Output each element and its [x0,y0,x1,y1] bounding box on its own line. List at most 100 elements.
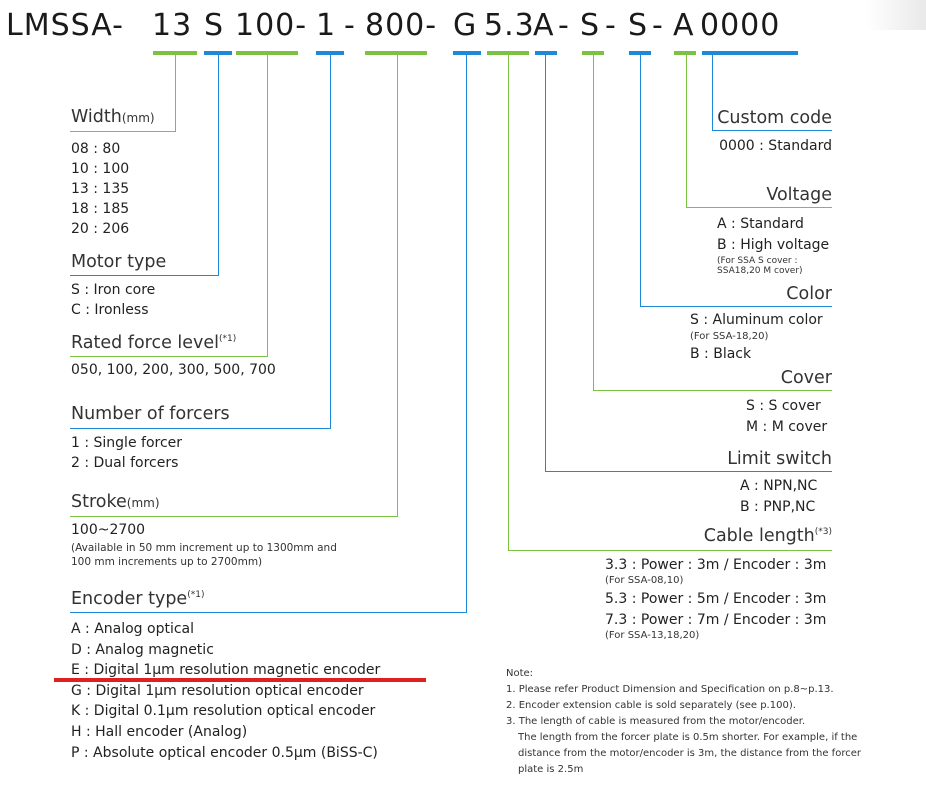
corner-shade [866,0,926,30]
code-motor: S [204,8,225,43]
code-cable: 5.3 [484,8,535,43]
code-prefix: LMSSA- [6,8,124,43]
motor-connector [218,55,219,275]
list-item: 20 : 206 [71,221,130,237]
cable-connector [508,55,509,550]
width-underline [153,51,197,55]
forcers-connector [330,55,331,428]
limit-switch-title: Limit switch [727,449,832,469]
limit-rule [545,471,832,472]
color-footnote: (For SSA-18,20) [690,331,769,342]
note-line: 2. Encoder extension cable is sold separ… [506,700,796,711]
limit-connector [545,55,546,471]
voltage-rule [686,207,832,208]
list-item: 3.3 : Power : 3m / Encoder : 3m [605,557,827,573]
list-item: 1 : Single forcer [71,435,183,451]
forcers-list: 1 : Single forcer 2 : Dual forcers [71,433,182,473]
list-item: B : High voltage [717,237,830,253]
width-connector [175,55,176,131]
list-item: 10 : 100 [71,161,130,177]
color-connector [640,55,641,306]
code-force: 100- [235,8,308,43]
color-underline [629,51,651,55]
code-voltage: A [673,8,695,43]
highlight-underline [54,678,426,682]
list-item: E : Digital 1μm resolution magnetic enco… [71,662,381,679]
stroke-underline [365,51,427,55]
code-forcers: 1 [316,8,337,43]
cable-footnote: (For SSA-13,18,20) [605,630,700,641]
motor-rule [70,275,219,276]
cover-underline [582,51,604,55]
stroke-value: 100~2700 [71,522,146,538]
custom-underline [702,51,798,55]
voltage-title: Voltage [766,185,832,205]
list-item: 7.3 : Power : 7m / Encoder : 3m [605,612,827,628]
stroke-note: (Available in 50 mm increment up to 1300… [71,542,337,568]
code-color: S [628,8,649,43]
encoder-rule [70,612,467,613]
list-item: P : Absolute optical encoder 0.5μm (BiSS… [71,744,378,761]
note-line: 3. The length of cable is measured from … [506,716,806,727]
encoder-list: A : Analog optical D : Analog magnetic E… [71,619,380,763]
list-item: C : Ironless [71,302,149,318]
list-item: B : PNP,NC [740,499,816,515]
code-dash: - [652,8,664,43]
cable-footnote: (For SSA-08,10) [605,575,684,586]
custom-code-title: Custom code [717,108,832,128]
list-item: S : Aluminum color [690,312,823,328]
limit-underline [535,51,557,55]
rated-force-title: Rated force level(*1) [71,333,237,353]
list-item: S : S cover [746,398,821,414]
cover-rule [593,390,832,391]
cover-connector [593,55,594,390]
rated-force-values: 050, 100, 200, 300, 500, 700 [71,362,276,378]
list-item: A : Analog optical [71,621,195,637]
code-dash: - [344,8,356,43]
forcers-underline [316,51,344,55]
list-item: G : Digital 1μm resolution optical encod… [71,682,364,699]
list-item: H : Hall encoder (Analog) [71,723,248,740]
forcers-title: Number of forcers [71,404,230,424]
list-item: 2 : Dual forcers [71,455,179,471]
voltage-connector [686,55,687,207]
motor-type-title: Motor type [71,252,167,272]
force-underline [236,51,298,55]
notes-heading: Note: [506,668,534,679]
width-title: Width(mm) [71,107,155,127]
motor-underline [204,51,232,55]
list-item: M : M cover [746,419,828,435]
cable-underline [487,51,529,55]
notes-block: Note: 1. Please refer Product Dimension … [506,666,861,778]
note-line: distance from the motor/encoder is 3m, t… [518,748,861,759]
motor-type-list: S : Iron core C : Ironless [71,280,155,320]
limit-switch-list: A : NPN,NC B : PNP,NC [740,476,817,518]
custom-connector [712,55,713,130]
code-limit: A [533,8,555,43]
code-cover: S [580,8,601,43]
list-item: K : Digital 0.1μm resolution optical enc… [71,703,376,720]
code-encoder: G [453,8,478,43]
stroke-rule [70,516,398,517]
force-connector [267,55,268,356]
encoder-title: Encoder type(*1) [71,589,205,609]
cover-title: Cover [780,368,832,388]
code-stroke: 800- [365,8,438,43]
list-item: B : Black [690,346,752,362]
cable-length-title: Cable length(*3) [703,526,832,546]
code-dash: - [605,8,617,43]
code-dash: - [558,8,570,43]
list-item: D : Analog magnetic [71,641,214,658]
cable-rule [508,550,832,551]
encoder-connector [466,55,467,612]
stroke-title: Stroke(mm) [71,492,160,512]
custom-code-value: 0000 : Standard [719,138,832,154]
cover-list: S : S cover M : M cover [746,396,827,438]
code-width: 13 [152,8,193,43]
forcers-rule [70,428,331,429]
width-rule [70,131,176,132]
list-item: 08 : 80 [71,141,121,157]
color-title: Color [786,284,832,304]
encoder-underline [453,51,481,55]
voltage-underline [674,51,696,55]
